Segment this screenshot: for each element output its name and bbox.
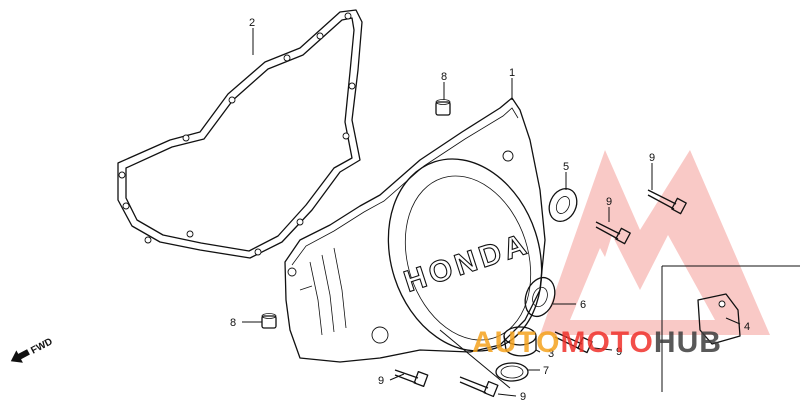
direction-label: FWD — [29, 336, 54, 356]
gasket-outline-outer — [117, 9, 363, 259]
cover-ribs — [299, 247, 347, 336]
bolt-mid-right — [595, 221, 631, 245]
watermark-text: AUTOMOTOHUB — [472, 326, 722, 359]
cover-dome-inner — [404, 175, 532, 341]
cover-plate — [697, 293, 741, 345]
callout-9-bottom-left: 9 — [378, 375, 384, 387]
gasket — [117, 9, 363, 259]
dowel-pin-bottom — [261, 313, 277, 329]
callout-6: 6 — [580, 299, 586, 311]
callout-5: 5 — [563, 161, 569, 173]
watermark-text-hub: HUB — [654, 326, 722, 359]
bolt-bottom-center — [459, 376, 499, 398]
svg-text:AUTOMOTOHUB: AUTOMOTOHUB — [472, 326, 722, 359]
oil-seal-large — [524, 276, 556, 318]
cover-flange — [291, 107, 519, 266]
gasket-outline-inner — [125, 17, 355, 252]
callout-9-mid-right: 9 — [606, 196, 612, 208]
direction-indicator: FWD — [10, 336, 55, 363]
callout-3: 3 — [548, 348, 554, 360]
bolt-bottom-left — [394, 369, 429, 387]
callout-9-upper-right: 9 — [649, 152, 655, 164]
leader-lines — [242, 28, 741, 397]
callout-9-bottom-center: 9 — [520, 391, 526, 403]
watermark-text-auto: AUTO — [472, 326, 560, 359]
watermark-triangle-left — [570, 248, 640, 320]
bolt-upper-right — [647, 189, 687, 215]
cover-hole-left — [287, 267, 297, 277]
cover-outline — [284, 97, 546, 363]
callout-2: 2 — [249, 17, 255, 29]
bolt-lower-right — [554, 331, 593, 354]
sub-assembly-frame — [661, 265, 800, 392]
watermark-text-moto: MOTO — [560, 326, 653, 359]
watermark-logo — [540, 150, 770, 335]
oil-seal-small — [548, 187, 578, 223]
callout-4: 4 — [744, 321, 750, 333]
callout-9-lower-right: 9 — [616, 346, 622, 358]
gasket-bolt-holes — [118, 12, 356, 256]
cover-brand-text: HONDA — [400, 227, 534, 299]
cap — [503, 326, 537, 357]
callouts: 2 1 8 5 9 9 6 4 3 9 7 8 9 9 — [230, 17, 750, 403]
dowel-pin-top — [435, 99, 451, 116]
callout-8-top: 8 — [441, 71, 447, 83]
callout-7: 7 — [543, 365, 549, 377]
o-ring — [495, 362, 529, 382]
callout-1: 1 — [509, 67, 515, 79]
cover-oil-plug — [371, 326, 389, 344]
cover-dome — [387, 158, 543, 352]
cover-hole-top — [502, 150, 514, 162]
direction-arrow-icon — [10, 349, 30, 363]
callout-8-bottom: 8 — [230, 317, 236, 329]
